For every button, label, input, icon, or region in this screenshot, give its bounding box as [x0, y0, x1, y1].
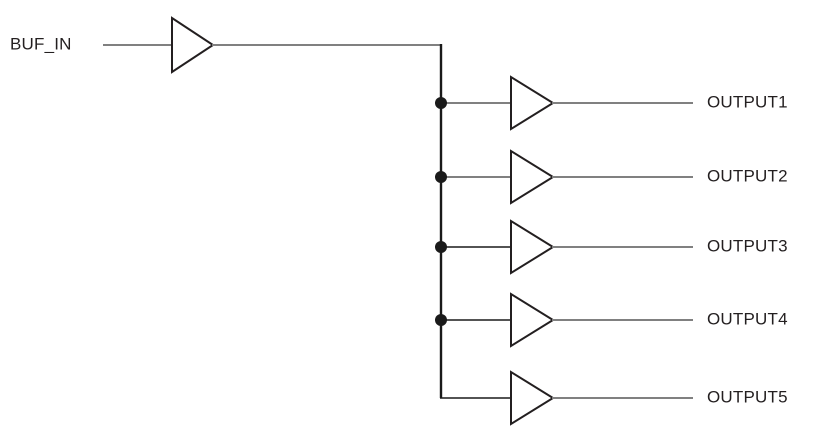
output-row-4: OUTPUT4 [435, 292, 788, 348]
output-buffer-symbol-1 [510, 75, 555, 131]
junction-dot-2 [435, 171, 447, 183]
output-buffer-symbol-5 [510, 370, 555, 426]
input-buffer-symbol [171, 16, 215, 74]
output-label-1: OUTPUT1 [707, 92, 788, 111]
output-label-5: OUTPUT5 [707, 387, 788, 406]
output-buffer-symbol-3 [510, 219, 555, 275]
junction-dot-3 [435, 241, 447, 253]
junction-dot-1 [435, 97, 447, 109]
output-row-1: OUTPUT1 [435, 75, 788, 131]
output-buffer-symbol-4 [510, 292, 555, 348]
junction-dot-4 [435, 314, 447, 326]
output-buffer-symbol-2 [510, 149, 555, 205]
input-net-group [103, 16, 442, 74]
output-label-2: OUTPUT2 [707, 166, 788, 185]
output-row-2: OUTPUT2 [435, 149, 788, 205]
output-row-5: OUTPUT5 [440, 370, 788, 426]
output-label-4: OUTPUT4 [707, 309, 788, 328]
output-label-3: OUTPUT3 [707, 236, 788, 255]
output-row-3: OUTPUT3 [435, 219, 788, 275]
input-label: BUF_IN [10, 34, 72, 53]
